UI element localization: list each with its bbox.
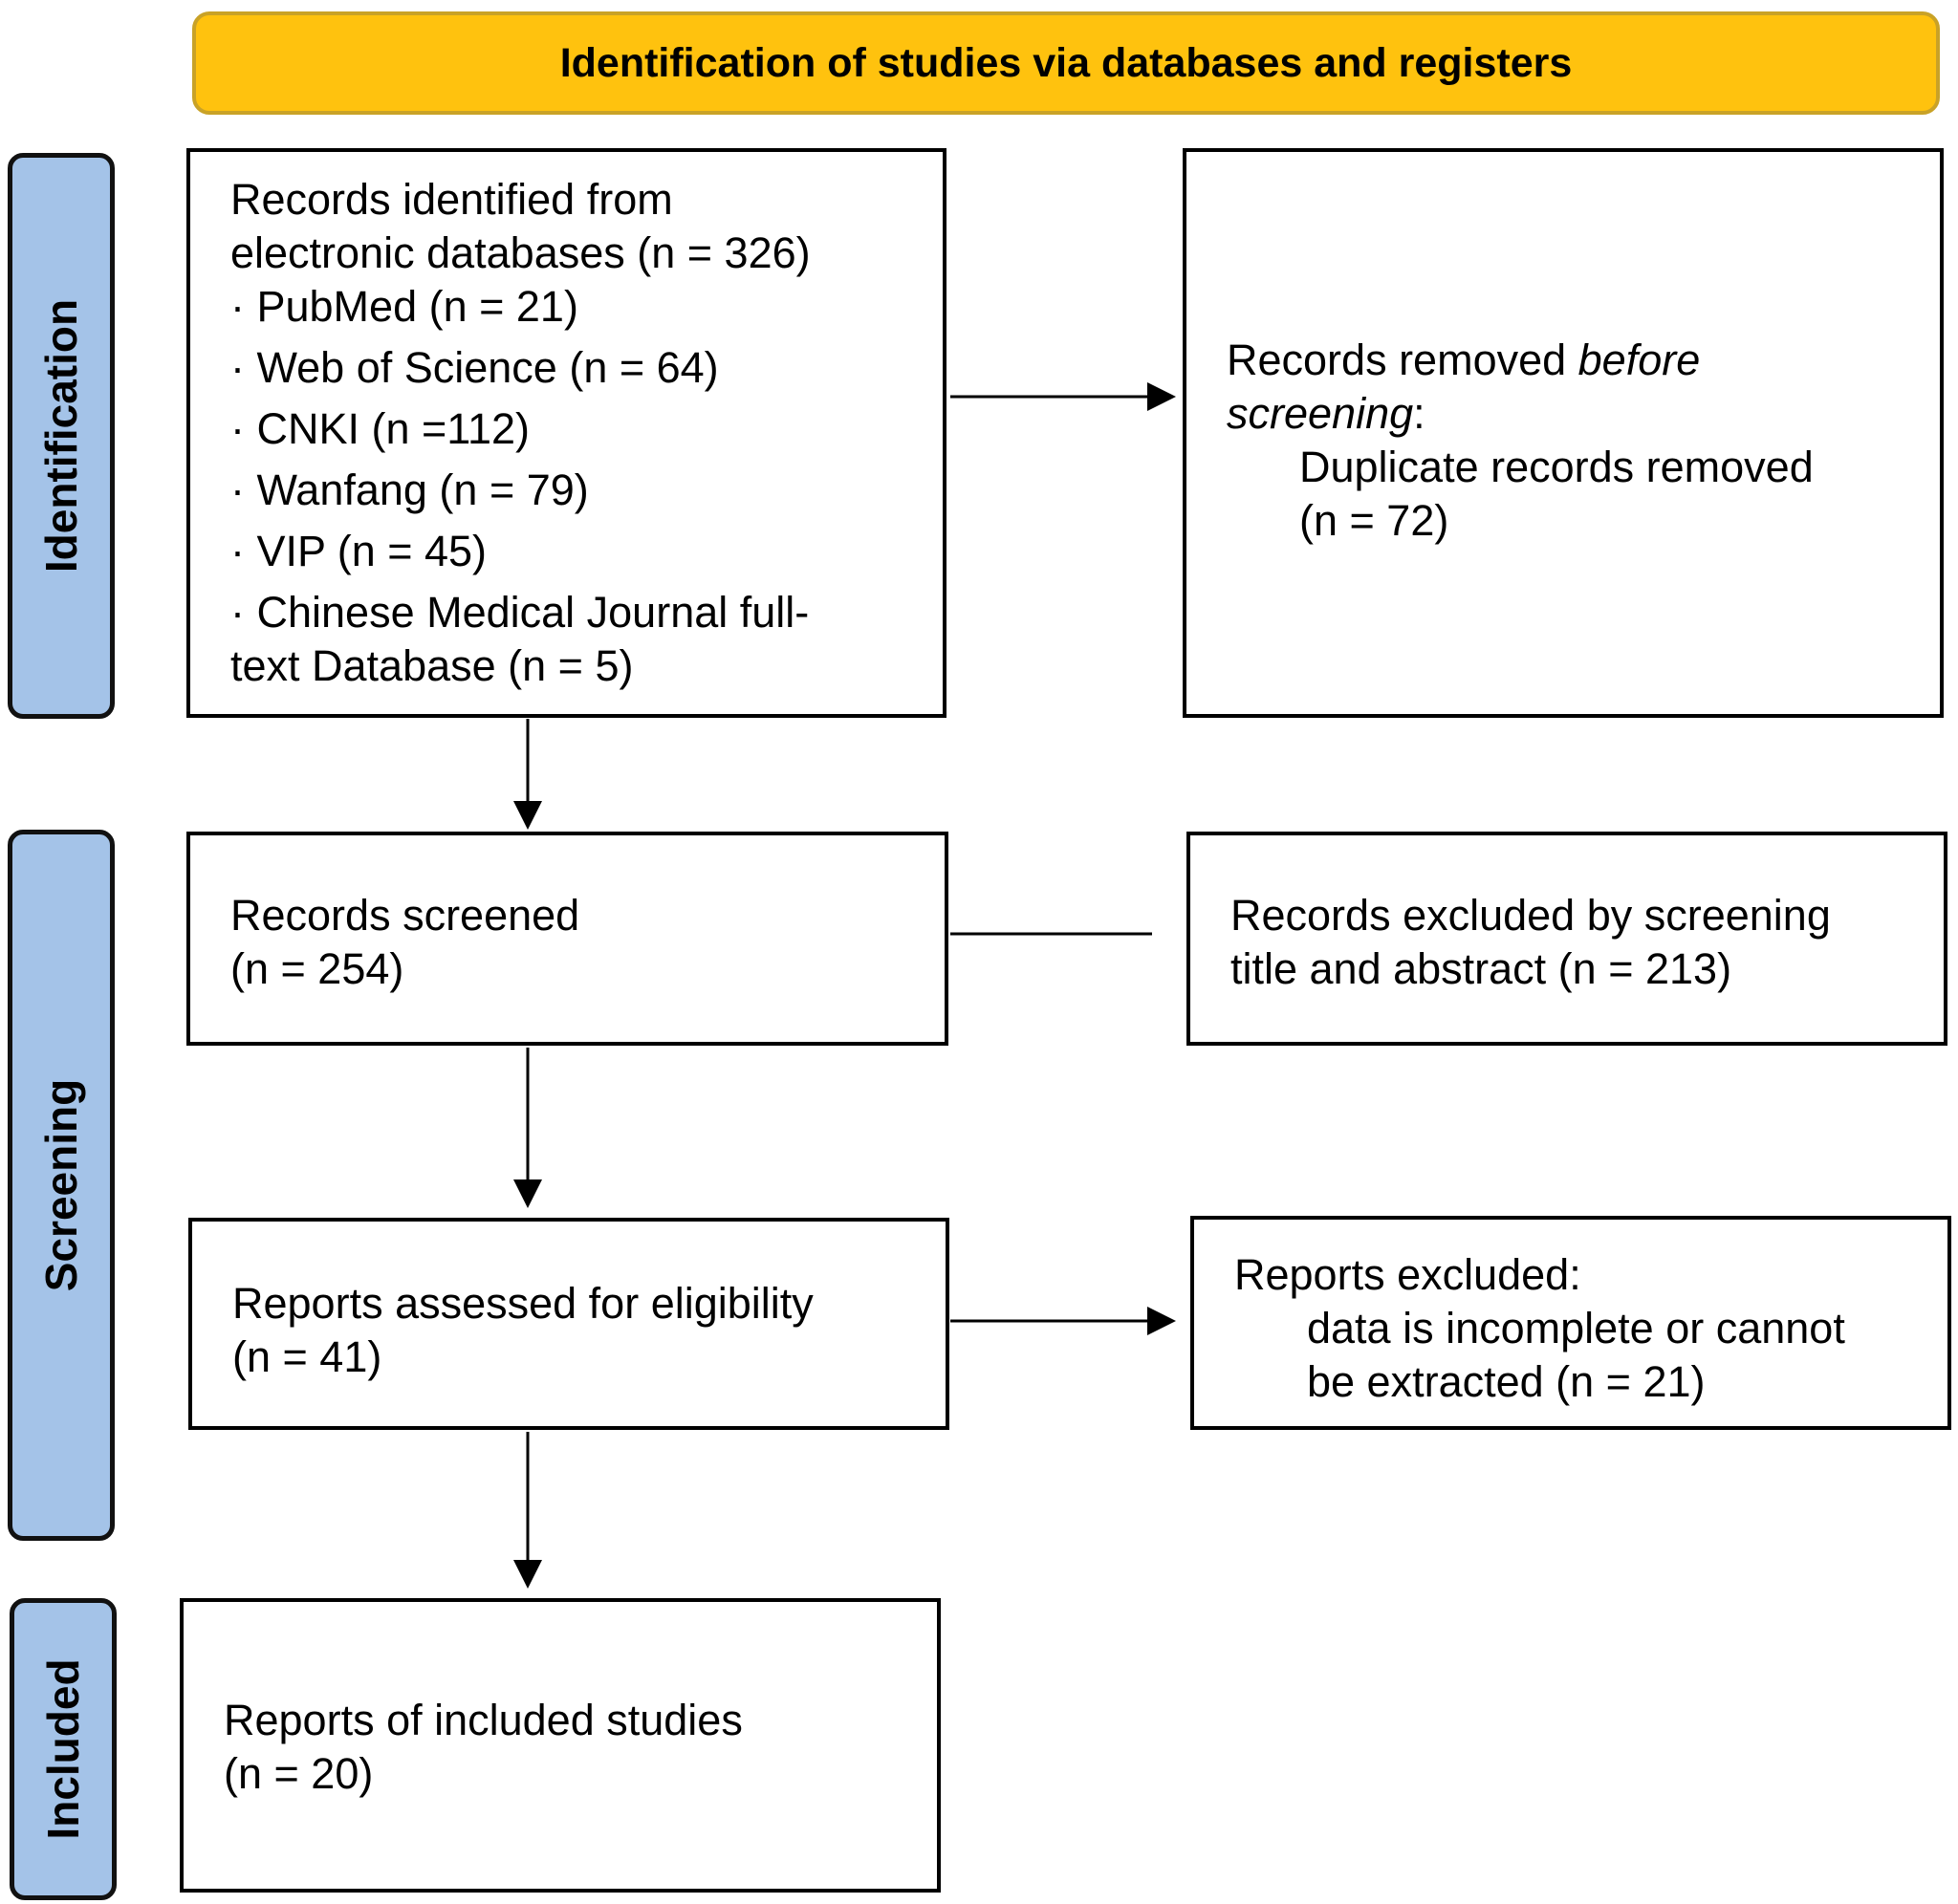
records-screened-box: Records screened (n = 254) <box>186 832 948 1046</box>
removed-heading-2: screening: <box>1227 387 1940 441</box>
reports-assessed-box: Reports assessed for eligibility (n = 41… <box>188 1218 949 1430</box>
arrowhead-screened-to-assessed <box>513 1179 542 1208</box>
included-studies-box: Reports of included studies (n = 20) <box>180 1598 941 1893</box>
removed-italic-screening: screening <box>1227 389 1414 438</box>
removed-prefix: Records removed <box>1227 335 1578 384</box>
assessed-line-2: (n = 41) <box>232 1332 382 1381</box>
identified-item-pubmed: · PubMed (n = 21) <box>230 282 578 331</box>
screened-line-1: Records screened <box>230 891 580 940</box>
reports-excluded-line-2: data is incomplete or cannot <box>1307 1304 1845 1352</box>
removed-detail-1: Duplicate records removed <box>1299 443 1814 491</box>
phase-screening: Screening <box>8 830 115 1541</box>
identified-item-cmj-cont: text Database (n = 5) <box>230 641 634 690</box>
arrowhead-assessed-to-excluded <box>1147 1307 1176 1335</box>
reports-excluded-line-3: be extracted (n = 21) <box>1307 1357 1706 1406</box>
identified-item-wanfang: · Wanfang (n = 79) <box>230 465 589 514</box>
identified-line-1: Records identified from <box>230 175 673 224</box>
removed-suffix: : <box>1413 389 1425 438</box>
included-line-1: Reports of included studies <box>224 1696 743 1744</box>
header-banner: Identification of studies via databases … <box>192 11 1940 115</box>
arrowhead-identified-to-removed <box>1147 382 1176 411</box>
removed-italic-before: before <box>1577 335 1701 384</box>
arrowhead-assessed-to-included <box>513 1560 542 1589</box>
identified-item-wos: · Web of Science (n = 64) <box>230 343 719 392</box>
identified-line-2: electronic databases (n = 326) <box>230 228 811 277</box>
reports-excluded-box: Reports excluded: data is incomplete or … <box>1190 1216 1951 1430</box>
phase-included: Included <box>10 1598 117 1900</box>
reports-excluded-line-1: Reports excluded: <box>1234 1250 1581 1299</box>
screened-line-2: (n = 254) <box>230 944 404 993</box>
header-title: Identification of studies via databases … <box>559 39 1573 86</box>
records-removed-box: Records removed before screening: Duplic… <box>1183 148 1944 718</box>
identified-item-vip: · VIP (n = 45) <box>230 527 488 575</box>
identified-item-cmj: · Chinese Medical Journal full- <box>230 588 810 637</box>
records-identified-box: Records identified from electronic datab… <box>186 148 946 718</box>
phase-identification: Identification <box>8 153 115 719</box>
assessed-line-1: Reports assessed for eligibility <box>232 1279 814 1328</box>
removed-heading: Records removed before <box>1227 334 1940 387</box>
excluded-screening-line-1: Records excluded by screening <box>1230 891 1831 940</box>
included-line-2: (n = 20) <box>224 1749 374 1798</box>
excluded-screening-line-2: title and abstract (n = 213) <box>1230 944 1732 993</box>
arrowhead-identified-to-screened <box>513 801 542 830</box>
identified-item-cnki: · CNKI (n =112) <box>230 404 531 453</box>
records-excluded-screening-box: Records excluded by screening title and … <box>1186 832 1947 1046</box>
removed-detail-2: (n = 72) <box>1299 496 1449 545</box>
